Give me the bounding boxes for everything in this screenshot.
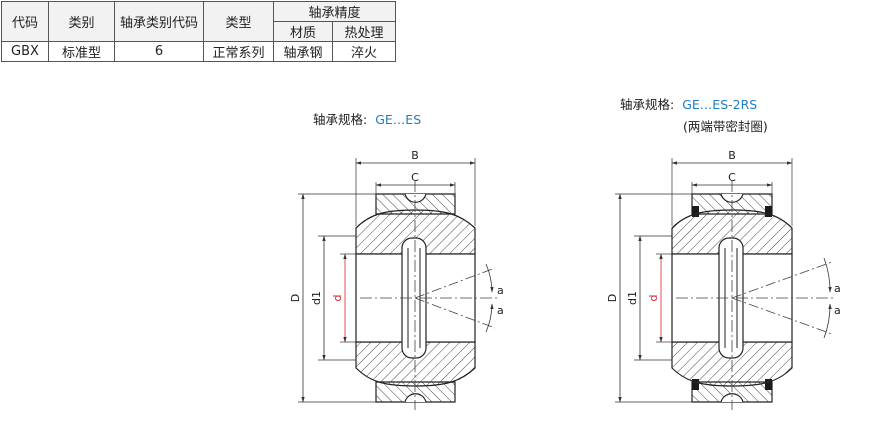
table-row: GBX 标准型 6 正常系列 轴承钢 淬火 [1,41,396,62]
caption-right-model: GE…ES-2RS [682,97,758,112]
cell-material: 轴承钢 [273,41,333,62]
header-code: 代码 [1,1,49,42]
groove-top [404,193,427,203]
angle-label-a2: a [497,304,504,317]
dim-label-d-outer-2rs: D [606,294,619,302]
caption-left-label: 轴承规格: [313,112,368,127]
cell-code: GBX [1,41,49,62]
dim-label-d1: d1 [310,291,323,305]
seal-bottom-left [692,379,699,390]
seal-top-left [692,206,699,217]
outer-ring-top [375,193,456,215]
seal-top-right [765,206,772,217]
seal-bottom-right [765,379,772,390]
caption-left: 轴承规格: GE…ES [313,109,421,128]
angle-label-a1: a [497,284,504,297]
dim-label-d-bore-2rs: d [647,295,660,302]
caption-right-label: 轴承规格: [620,97,675,112]
caption-right: 轴承规格: GE…ES-2RS [620,94,757,113]
caption-right-note: (两端带密封圈) [683,119,768,134]
dim-label-d-outer: D [289,294,302,302]
dim-label-b: B [411,149,419,162]
cell-heat-treatment: 淬火 [332,41,396,62]
dim-label-d1-2rs: d1 [626,291,639,305]
dim-label-c: C [411,171,419,184]
header-heat-treatment: 热处理 [332,21,396,42]
angle-label-a2-2rs: a [834,304,841,317]
groove-bottom [404,393,427,403]
header-precision: 轴承精度 [273,1,396,22]
dim-label-c-2rs: C [728,171,736,184]
spec-table: 代码 类别 轴承类别代码 类型 轴承精度 材质 热处理 GBX 标准型 6 正常… [1,1,396,62]
dim-label-d-bore: d [331,295,344,302]
groove-bottom-2rs [720,393,744,403]
dim-label-b-2rs: B [728,149,736,162]
caption-left-model: GE…ES [375,112,422,127]
angle-label-a1-2rs: a [834,282,841,295]
